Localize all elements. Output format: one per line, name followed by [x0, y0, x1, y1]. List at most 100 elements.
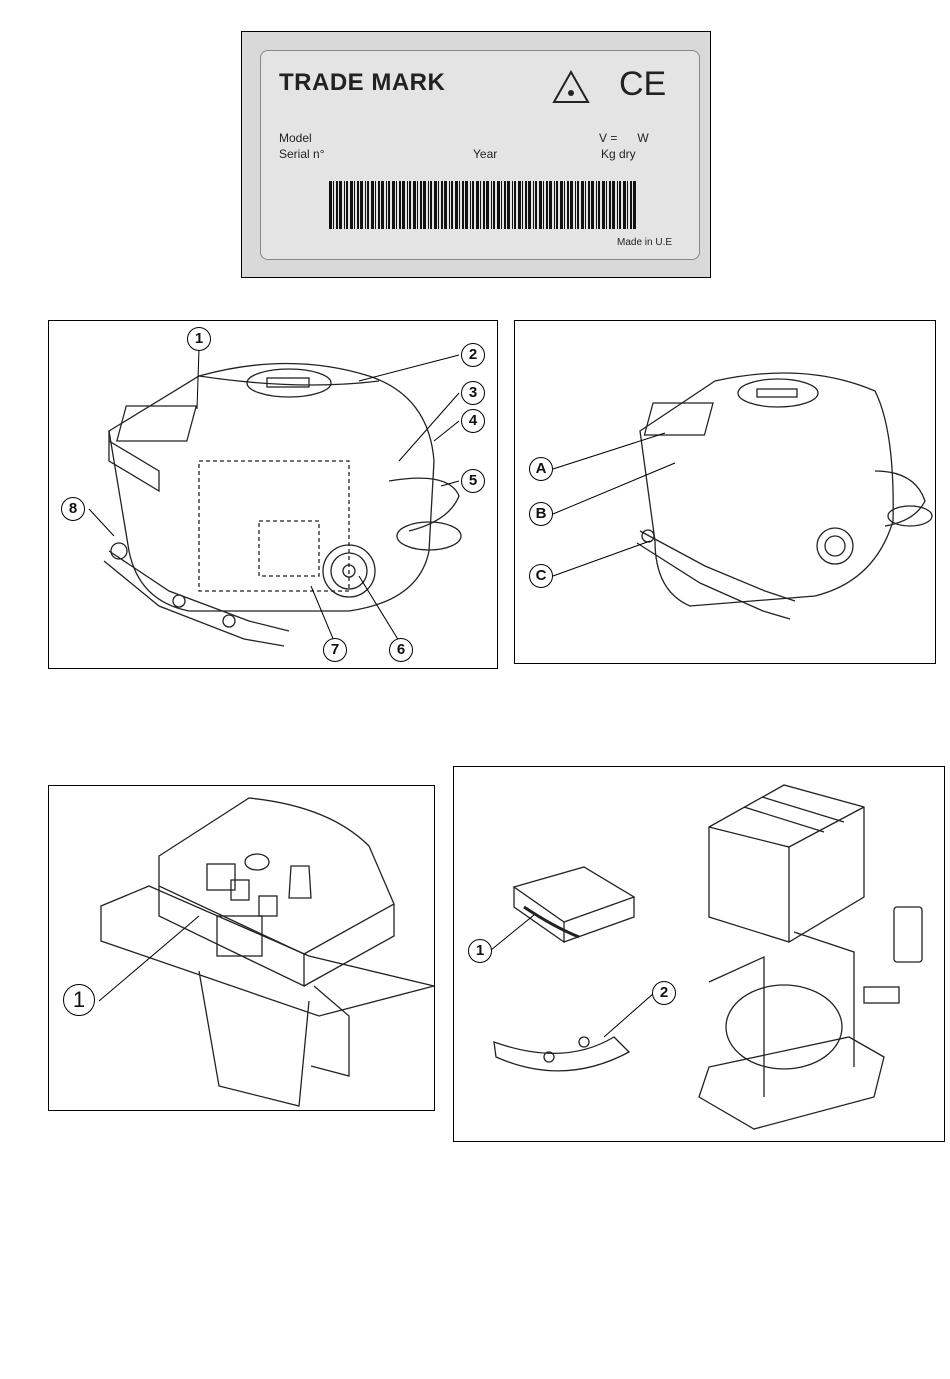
barcode-bar: [602, 181, 605, 229]
barcode-bar: [329, 181, 332, 229]
ce-mark: CE: [619, 65, 666, 104]
barcode-bar: [546, 181, 548, 229]
barcode-bar: [381, 181, 384, 229]
year-label: Year: [473, 147, 497, 161]
barcode-bar: [539, 181, 542, 229]
callout-a: A: [529, 457, 553, 481]
barcode-bar: [575, 181, 576, 229]
callout-panel-1: 1: [63, 984, 95, 1016]
barcode-bar: [609, 181, 611, 229]
barcode-bar: [504, 181, 506, 229]
barcode-bar: [388, 181, 390, 229]
barcode-bar: [570, 181, 573, 229]
barcode-bar: [533, 181, 534, 229]
barcode-bar: [462, 181, 464, 229]
barcode-bar: [598, 181, 600, 229]
callout-b: B: [529, 502, 553, 526]
callout-1: 1: [187, 327, 211, 351]
barcode-bar: [630, 181, 632, 229]
made-in-label: Made in U.E: [617, 237, 672, 248]
barcode-bar: [346, 181, 348, 229]
barcode-bar: [371, 181, 374, 229]
barcode-bar: [486, 181, 489, 229]
callout-7: 7: [323, 638, 347, 662]
barcode-bar: [428, 181, 429, 229]
callout-4: 4: [461, 409, 485, 433]
barcode-bar: [619, 181, 621, 229]
barcode-bar: [441, 181, 443, 229]
barcode-bar: [512, 181, 513, 229]
barcode-bar: [344, 181, 345, 229]
barcode-bar: [476, 181, 479, 229]
barcode-bar: [554, 181, 555, 229]
barcode-bar: [588, 181, 590, 229]
barcode-bar: [617, 181, 618, 229]
barcode-bar: [612, 181, 615, 229]
barcode-bar: [354, 181, 355, 229]
barcode-bar: [336, 181, 338, 229]
barcode-bar: [350, 181, 353, 229]
barcode-bar: [549, 181, 552, 229]
barcode-bar: [407, 181, 408, 229]
barcode-bar: [399, 181, 401, 229]
barcode-bar: [378, 181, 380, 229]
barcode-bar: [465, 181, 468, 229]
figure-machine-overview: 1 2 3 4 5 6 7 8: [48, 320, 498, 669]
barcode-bar: [386, 181, 387, 229]
barcode-bar: [402, 181, 405, 229]
weight-label: Kg dry: [601, 147, 636, 161]
barcode-bar: [497, 181, 500, 229]
figure-machine-controls: A B C: [514, 320, 936, 664]
barcode-bar: [581, 181, 584, 229]
barcode-bar: [514, 181, 516, 229]
model-label: Model: [279, 131, 312, 145]
barcode-bar: [367, 181, 369, 229]
barcode-bar: [577, 181, 579, 229]
machine-illustration: [49, 321, 499, 670]
barcode-bar: [420, 181, 422, 229]
barcode-bar: [333, 181, 334, 229]
barcode-bar: [472, 181, 474, 229]
barcode-bar: [413, 181, 416, 229]
barcode-bar: [596, 181, 597, 229]
barcode-bar: [567, 181, 569, 229]
callout-2: 2: [461, 343, 485, 367]
barcode-bar: [470, 181, 471, 229]
barcode-bar: [423, 181, 426, 229]
barcode: [329, 181, 639, 231]
callout-6: 6: [389, 638, 413, 662]
control-panel-illustration: [49, 786, 436, 1112]
barcode-bar: [409, 181, 411, 229]
barcode-bar: [459, 181, 460, 229]
barcode-bar: [360, 181, 363, 229]
barcode-bar: [417, 181, 418, 229]
barcode-bar: [564, 181, 565, 229]
serial-label: Serial n°: [279, 147, 325, 161]
barcode-bar: [606, 181, 607, 229]
barcode-bar: [591, 181, 594, 229]
warning-triangle-icon: [551, 69, 591, 105]
barcode-bar: [518, 181, 521, 229]
barcode-bar: [543, 181, 544, 229]
callout-8: 8: [61, 497, 85, 521]
barcode-bar: [493, 181, 495, 229]
barcode-bar: [585, 181, 586, 229]
barcode-bar: [430, 181, 432, 229]
callout-3: 3: [461, 381, 485, 405]
data-plate: TRADE MARK CE Model Serial n° Year V = W…: [260, 50, 700, 260]
barcode-bar: [392, 181, 395, 229]
packaging-illustration: [454, 767, 946, 1143]
plate-trademark: TRADE MARK: [279, 69, 445, 97]
barcode-bar: [507, 181, 510, 229]
barcode-bar: [451, 181, 453, 229]
barcode-bar: [444, 181, 447, 229]
barcode-bar: [357, 181, 359, 229]
barcode-bar: [434, 181, 437, 229]
barcode-bar: [396, 181, 397, 229]
barcode-bar: [375, 181, 376, 229]
barcode-bar: [483, 181, 485, 229]
figure-control-panel: 1: [48, 785, 435, 1111]
barcode-bar: [633, 181, 636, 229]
callout-c: C: [529, 564, 553, 588]
data-plate-frame: TRADE MARK CE Model Serial n° Year V = W…: [241, 31, 711, 278]
